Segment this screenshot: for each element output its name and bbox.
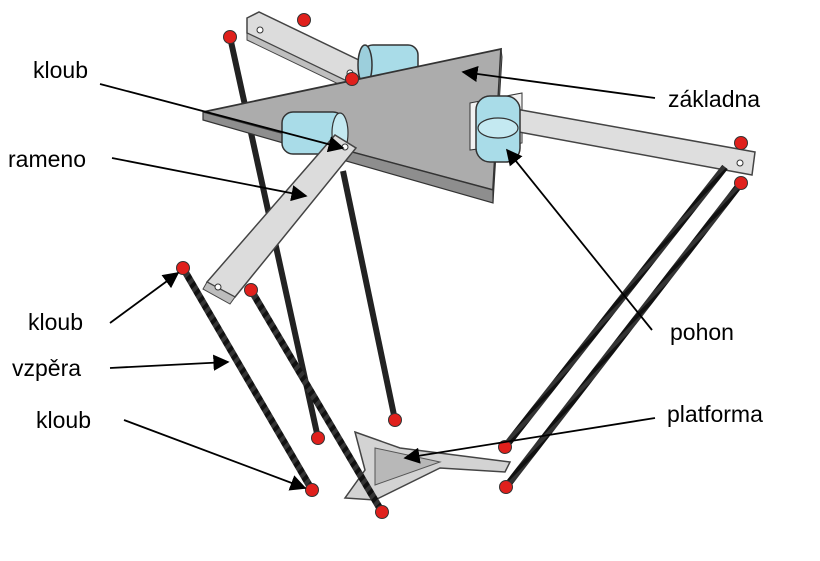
- arrow-platforma: [403, 417, 656, 464]
- joints: [176, 13, 748, 519]
- arrow-pohon: [505, 148, 653, 331]
- joint: [305, 483, 319, 497]
- joint: [734, 176, 748, 190]
- label-rameno: rameno: [8, 146, 86, 172]
- joint: [375, 505, 389, 519]
- label-kloub-mid: kloub: [28, 309, 83, 335]
- joint: [345, 72, 359, 86]
- label-pohon: pohon: [670, 319, 734, 345]
- arrow-vzpera: [109, 354, 230, 371]
- joint: [388, 413, 402, 427]
- arrow-kloub-top: [99, 83, 345, 153]
- joint: [223, 30, 237, 44]
- arm-front: [202, 134, 358, 305]
- motor-right: [475, 95, 521, 163]
- label-vzpera: vzpěra: [12, 355, 81, 381]
- arrow-kloub-mid: [109, 272, 180, 324]
- label-kloub-top: kloub: [33, 57, 88, 83]
- arrow-rameno: [111, 157, 308, 202]
- joint: [244, 283, 258, 297]
- joint: [297, 13, 311, 27]
- label-kloub-bottom: kloub: [36, 407, 91, 433]
- label-zakladna: základna: [668, 86, 760, 112]
- label-platforma: platforma: [667, 401, 763, 427]
- joint: [311, 431, 325, 445]
- joint: [498, 440, 512, 454]
- arrow-kloub-bottom: [123, 419, 307, 491]
- joint: [176, 261, 190, 275]
- callout-arrows: [99, 65, 656, 491]
- arrow-zakladna: [461, 65, 656, 99]
- joint: [499, 480, 513, 494]
- joint: [734, 136, 748, 150]
- arm-right: [507, 107, 756, 176]
- strut-front-left: [179, 266, 386, 514]
